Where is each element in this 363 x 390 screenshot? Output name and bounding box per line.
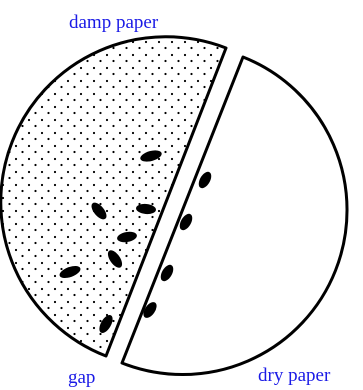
dry-paper-label: dry paper: [258, 366, 330, 385]
damp-paper-label: damp paper: [69, 13, 158, 32]
gap-label: gap: [68, 368, 95, 387]
